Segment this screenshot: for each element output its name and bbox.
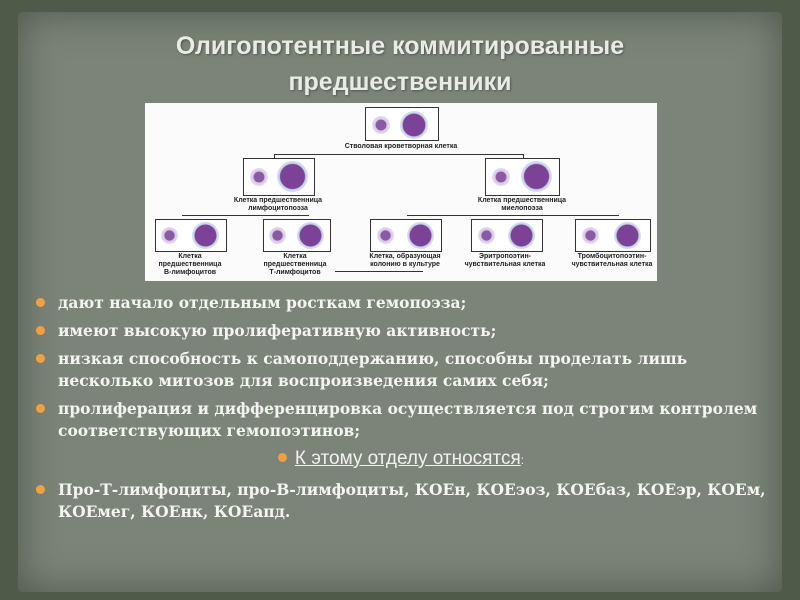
bullet-item: пролиферация и дифференцировка осуществл… (36, 398, 766, 442)
label-line: миелопоэза (501, 205, 543, 212)
root-label: Стволовая кроветворная клетка (344, 143, 458, 150)
cell-image (582, 227, 599, 244)
connector (407, 215, 619, 216)
cell-image (297, 222, 324, 249)
subheading-colon: : (520, 453, 525, 467)
erythropoietin-label: Эритропоэтин- чувствительная клетка (450, 253, 560, 269)
myeloid-progenitor-box (485, 158, 560, 196)
label-line: В-лимфоцитов (163, 269, 217, 276)
label-line: Тромбоцитопоэтин- (577, 253, 647, 260)
cfu-label: Клетка, образующая колонию в культуре (345, 253, 465, 269)
subheading-text: К этому отделу относятся (294, 448, 521, 469)
stem-cell-box (365, 107, 439, 141)
subheading: К этому отделу относятся: (36, 448, 766, 471)
title-line-1: Олигопотентные коммитированные (175, 32, 625, 60)
connector (523, 154, 524, 159)
bullet-dot-icon (277, 453, 287, 462)
connector (274, 154, 524, 155)
label-line: лимфоцитопоэза (248, 205, 308, 212)
label-line: колонию в культуре (370, 261, 440, 268)
connector (335, 271, 423, 272)
bullet-item: Про-Т-лимфоциты, про-В-лимфоциты, КОЕн, … (36, 479, 766, 523)
t-lymph-progenitor-box (263, 219, 331, 252)
cell-image (492, 168, 510, 186)
bullet-text: пролиферация и дифференцировка осуществл… (58, 399, 758, 440)
b-lymph-progenitor-box (155, 219, 227, 252)
bullet-dot-icon (36, 326, 45, 335)
label-line: Клетка, образующая (369, 253, 441, 260)
bullet-text: низкая способность к самоподдержанию, сп… (58, 349, 688, 390)
bullet-text: дают начало отдельным росткам гемопоэза; (58, 293, 467, 312)
bullet-item: низкая способность к самоподдержанию, сп… (36, 348, 766, 392)
cell-image (521, 161, 552, 192)
b-lymph-label: Клетка предшественница В-лимфоцитов (140, 253, 240, 277)
thrombopoietin-cell-box (575, 219, 651, 252)
cfu-culture-box (370, 219, 442, 252)
hematopoiesis-diagram: Стволовая кроветворная клетка Клетка пре… (145, 103, 657, 281)
connector (182, 215, 309, 216)
cell-image (377, 227, 394, 244)
cell-image (161, 227, 178, 244)
label-line: чувствительная клетка (464, 261, 546, 268)
cell-image (250, 168, 268, 186)
bullet-dot-icon (36, 354, 45, 363)
label-line: Т-лимфоцитов (269, 269, 321, 276)
cell-image (372, 116, 390, 134)
bullet-item: дают начало отдельным росткам гемопоэза; (36, 292, 766, 314)
bullet-text: Про-Т-лимфоциты, про-В-лимфоциты, КОЕн, … (58, 480, 766, 521)
cell-image (192, 222, 219, 249)
myeloid-progenitor-label: Клетка предшественница миелопоэза (459, 197, 585, 213)
cell-image (478, 227, 495, 244)
cell-image (400, 111, 428, 139)
label-line: Клетка предшественница (477, 197, 567, 204)
bullet-dot-icon (36, 298, 45, 307)
label-line: чувствительная клетка (571, 261, 653, 268)
erythropoietin-cell-box (471, 219, 543, 252)
lymphoid-progenitor-label: Клетка предшественница лимфоцитопоэза (215, 197, 341, 213)
bullet-list: дают начало отдельным росткам гемопоэза;… (36, 292, 766, 529)
bullet-dot-icon (36, 485, 45, 494)
label-line: Клетка предшественница (233, 197, 323, 204)
bullet-text: имеют высокую пролиферативную активность… (58, 321, 497, 340)
label-line: Клетка (178, 253, 202, 260)
label-line: предшественница (158, 261, 222, 268)
title-line-2: предшественники (288, 68, 512, 96)
slide-title: Олигопотентные коммитированные предшеств… (0, 28, 800, 100)
connector (274, 154, 275, 159)
bullet-dot-icon (36, 404, 45, 413)
cell-image (407, 222, 434, 249)
t-lymph-label: Клетка предшественница Т-лимфоцитов (245, 253, 345, 277)
cell-image (269, 227, 286, 244)
lymphoid-progenitor-box (243, 158, 315, 196)
cell-image (277, 161, 308, 192)
label-line: предшественница (263, 261, 327, 268)
label-line: Эритропоэтин- (478, 253, 531, 260)
thrombopoietin-label: Тромбоцитопоэтин- чувствительная клетка (557, 253, 667, 269)
label-line: Клетка (283, 253, 307, 260)
cell-image (508, 222, 535, 249)
bullet-item: имеют высокую пролиферативную активность… (36, 320, 766, 342)
cell-image (614, 222, 641, 249)
